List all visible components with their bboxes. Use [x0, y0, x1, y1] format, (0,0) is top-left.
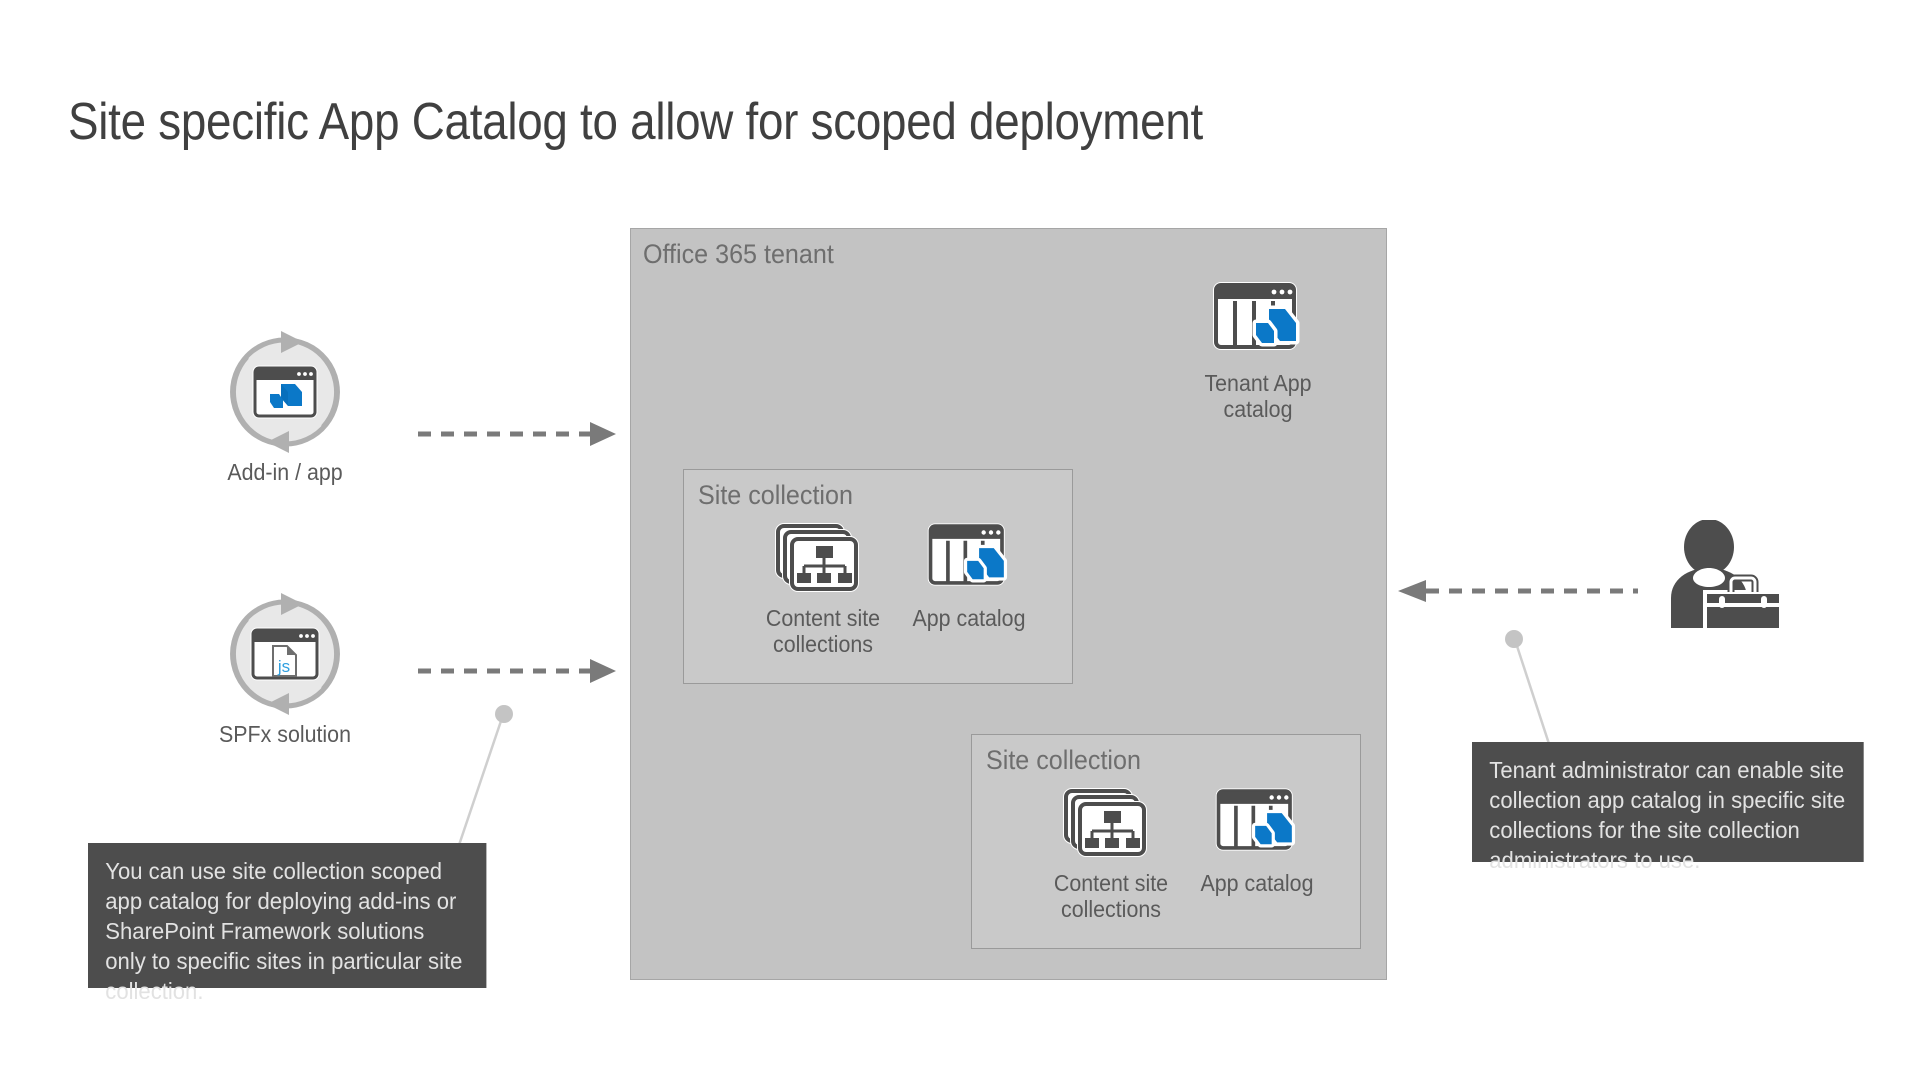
site-collection-box-2: Site collection	[971, 734, 1361, 949]
svg-text:js: js	[277, 657, 290, 676]
connector-spfx-to-tenant	[418, 655, 618, 692]
app-catalog-icon	[1182, 785, 1332, 865]
node-administrator	[1655, 519, 1795, 635]
site-collection-label: Site collection	[986, 745, 1141, 775]
spfx-js-file-icon: js	[223, 592, 347, 716]
node-caption: Content site collections	[765, 605, 881, 657]
callout-leader-left	[440, 700, 520, 855]
node-content-site-collections: Content site collections	[748, 522, 898, 658]
node-content-site-collections: Content site collections	[1036, 787, 1186, 923]
node-caption: Tenant App catalog	[1204, 370, 1312, 422]
node-site-app-catalog: App catalog	[894, 520, 1044, 632]
content-site-collections-icon	[1036, 787, 1186, 865]
callout-leader-right	[1500, 625, 1580, 760]
site-collection-box-1: Site collection	[683, 469, 1073, 684]
app-catalog-icon	[894, 520, 1044, 600]
callout-right: Tenant administrator can enable site col…	[1472, 742, 1864, 873]
tenant-label: Office 365 tenant	[643, 239, 834, 269]
node-caption: App catalog	[912, 605, 1026, 631]
connector-admin-to-tenant	[1398, 580, 1638, 607]
page-title: Site specific App Catalog to allow for s…	[68, 93, 1203, 151]
node-add-in-app: Add-in / app	[195, 330, 375, 486]
app-catalog-icon	[1168, 279, 1348, 365]
node-site-app-catalog: App catalog	[1182, 785, 1332, 897]
node-caption: Add-in / app	[227, 459, 343, 485]
add-in-package-icon	[223, 330, 347, 454]
callout-left: You can use site collection scoped app c…	[88, 843, 487, 1004]
site-collection-label: Site collection	[698, 480, 853, 510]
connector-addin-to-tenant	[418, 418, 618, 455]
content-site-collections-icon	[748, 522, 898, 600]
node-tenant-app-catalog: Tenant App catalog	[1168, 279, 1348, 423]
node-caption: App catalog	[1200, 870, 1314, 896]
office-365-tenant-container: Office 365 tenant	[630, 228, 1387, 980]
node-caption: SPFx solution	[219, 721, 351, 747]
node-caption: Content site collections	[1053, 870, 1169, 922]
node-spfx-solution: js SPFx solution	[195, 592, 375, 748]
administrator-toolbox-icon	[1655, 519, 1795, 635]
